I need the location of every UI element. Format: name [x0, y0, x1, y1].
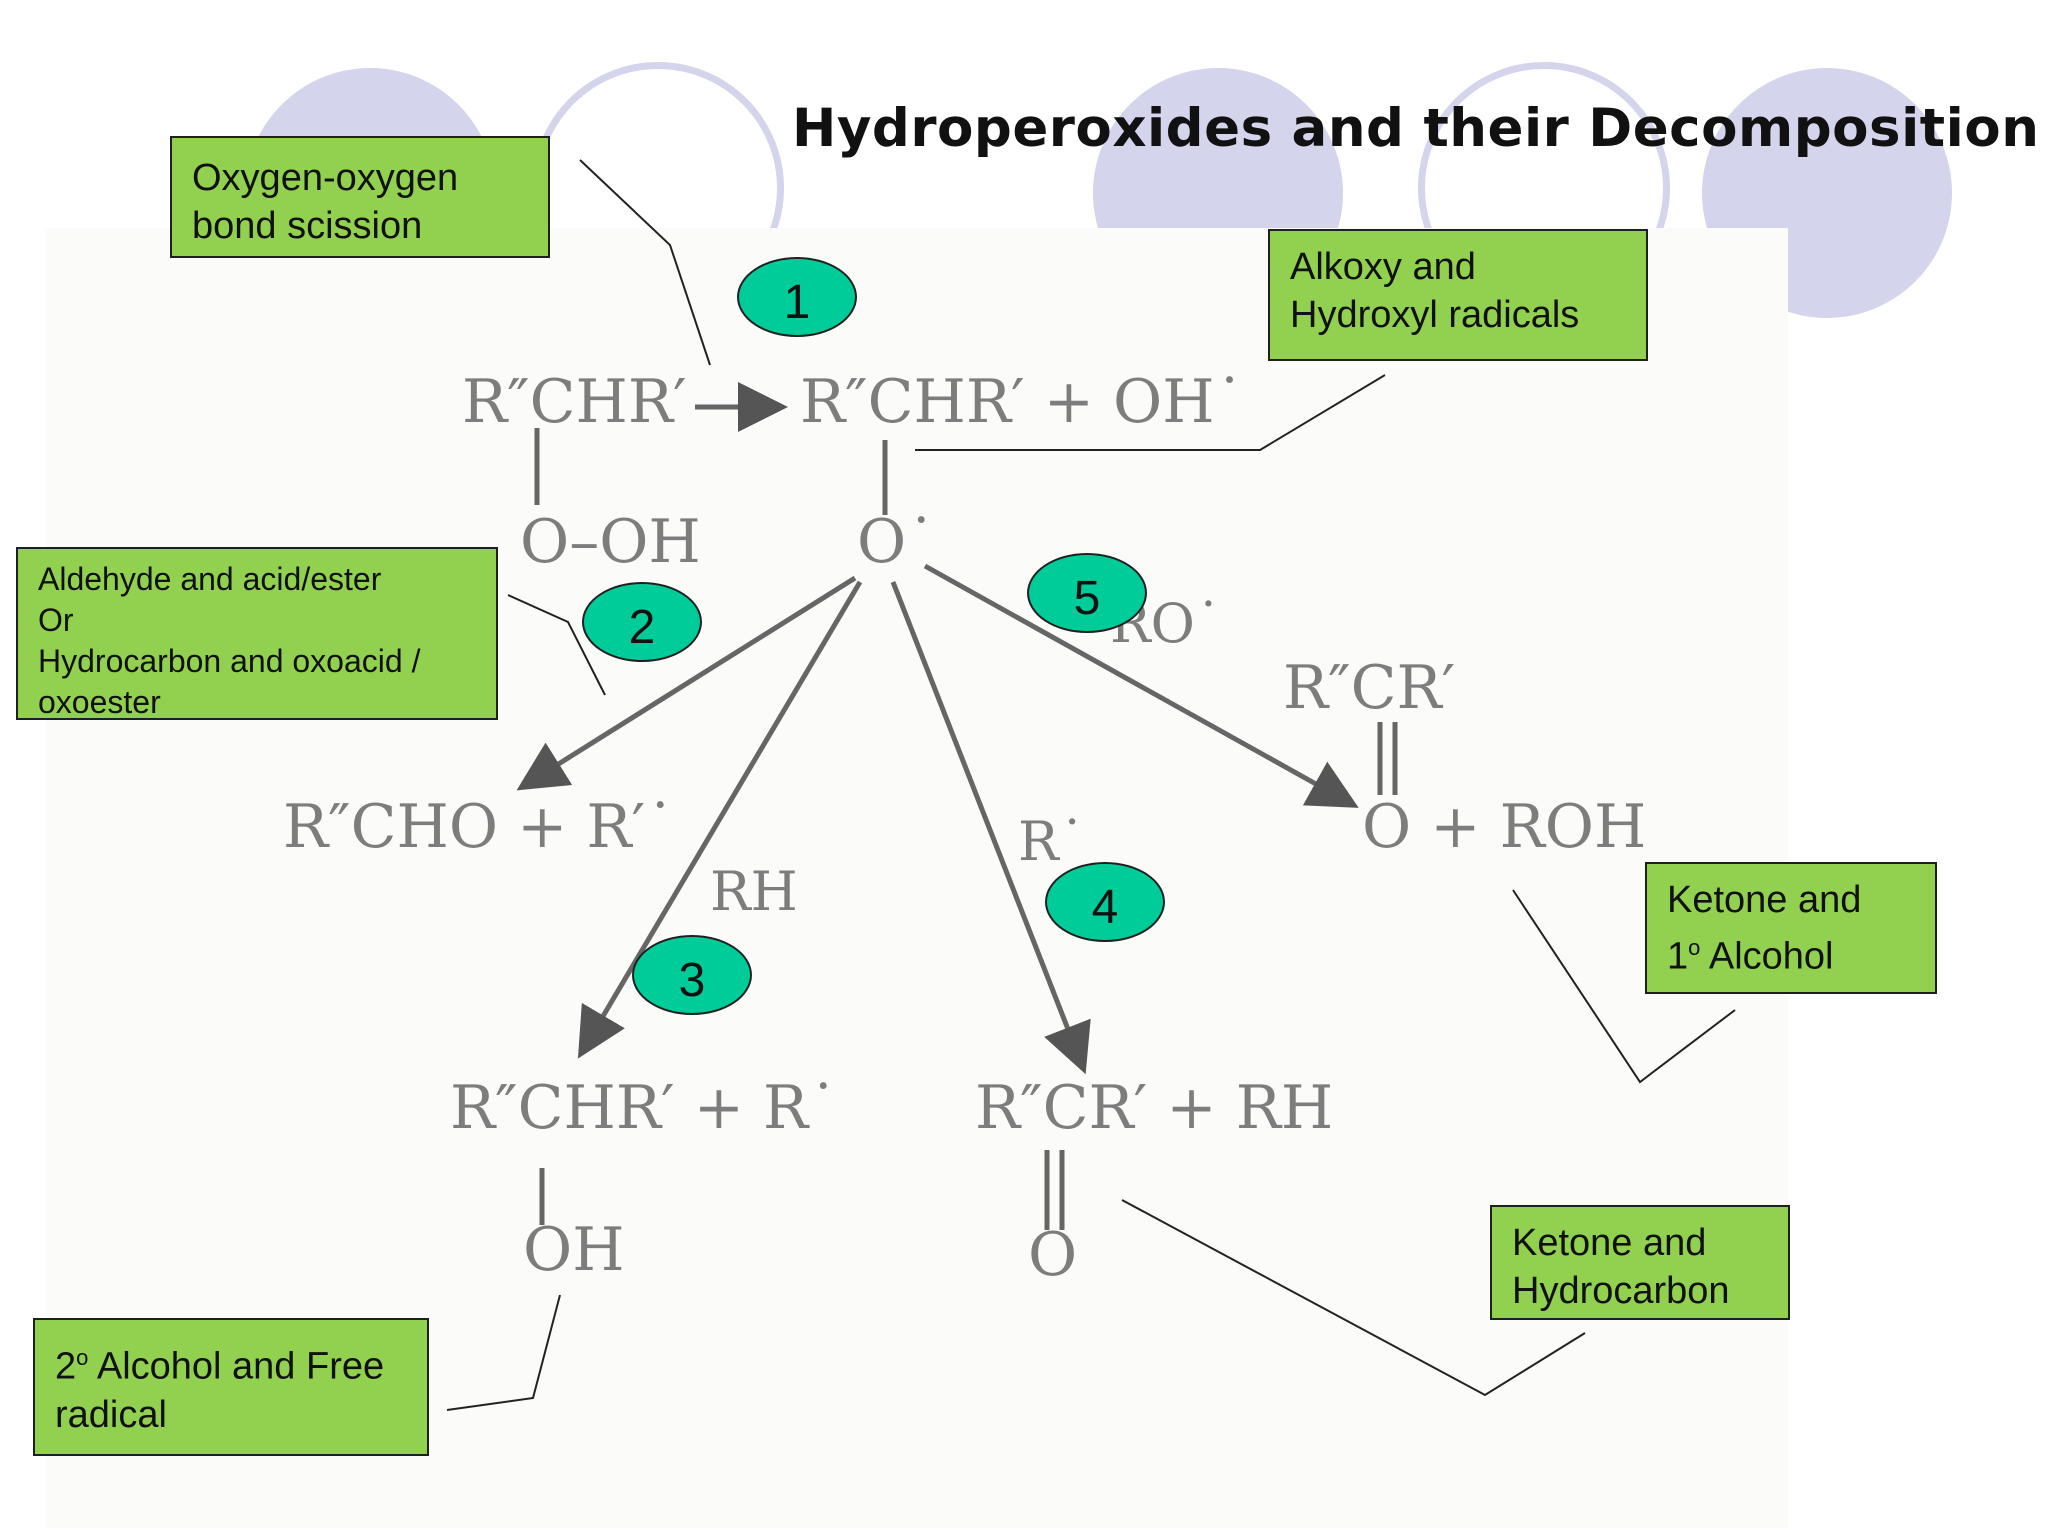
leader-secondary-alcohol — [446, 1294, 561, 1411]
callout-alkoxy-line1: Alkoxy and — [1290, 246, 1476, 288]
secondary-number: 2 — [55, 1345, 77, 1388]
path3-hydroxyl: OH — [523, 1215, 625, 1285]
callout-oo-scission-line1: Oxygen-oxygen — [192, 157, 459, 199]
callout-secondary-alcohol-line2: radical — [55, 1393, 167, 1436]
callout-alkoxy-hydroxyl: Alkoxy and Hydroxyl radicals — [1268, 229, 1648, 361]
path3-product: R″CHR′ + R˙ — [450, 1073, 839, 1143]
step-marker-4: 4 — [1045, 862, 1165, 942]
leader-aldehyde — [507, 594, 606, 696]
callout-oo-scission: Oxygen-oxygen bond scission — [170, 136, 550, 258]
callout-aldehyde-line2: Or — [38, 602, 74, 638]
reaction-arrow-3 — [577, 580, 863, 1059]
reaction-arrow-5 — [923, 563, 1359, 808]
leader-ketone-hydrocarbon — [1121, 1199, 1586, 1397]
reaction-arrow-2 — [516, 575, 857, 791]
primary-degree: o — [1688, 935, 1701, 960]
hydroperoxide-formula: R″CHR′ — [462, 367, 687, 437]
secondary-degree: o — [76, 1345, 89, 1370]
leader-alkoxy — [915, 374, 1386, 451]
callout-ketone-alcohol-line2: 1o Alcohol — [1667, 924, 1915, 981]
callout-secondary-alcohol: 2o Alcohol and Free radical — [33, 1318, 429, 1456]
path4-carbonyl-oxygen: O — [1028, 1220, 1078, 1290]
leader-oo-scission — [579, 159, 711, 366]
primary-alcohol-text: Alcohol — [1700, 935, 1834, 978]
hydroperoxide-oo-group: O–OH — [520, 507, 701, 577]
callout-aldehyde: Aldehyde and acid/ester Or Hydrocarbon a… — [16, 547, 498, 720]
alkoxy-oxygen-radical: O˙ — [857, 507, 937, 577]
path5-product: O + ROH — [1362, 792, 1647, 862]
path4-reagent: R˙ — [1018, 810, 1086, 873]
step-marker-3: 3 — [632, 935, 752, 1015]
alkoxy-plus-hydroxyl: R″CHR′ + OH˙ — [800, 367, 1245, 437]
slide-title: Hydroperoxides and their Decomposition — [792, 98, 2040, 159]
callout-secondary-alcohol-line1: 2o Alcohol and Free — [55, 1334, 407, 1391]
primary-number: 1 — [1667, 935, 1689, 978]
path4-product: R″CR′ + RH — [975, 1073, 1334, 1143]
callout-ketone-hydrocarbon-line2: Hydrocarbon — [1512, 1270, 1730, 1312]
callout-ketone-hydrocarbon-line1: Ketone and — [1512, 1222, 1707, 1264]
callout-oo-scission-line2: bond scission — [192, 205, 423, 247]
callout-alkoxy-line2: Hydroxyl radicals — [1290, 294, 1580, 336]
callout-aldehyde-line3: Hydrocarbon and oxoacid / — [38, 643, 421, 679]
step-marker-1: 1 — [737, 257, 857, 337]
callout-ketone-hydrocarbon: Ketone and Hydrocarbon — [1490, 1205, 1790, 1320]
reaction-arrow-4 — [890, 581, 1091, 1075]
step-marker-2: 2 — [582, 582, 702, 662]
callout-aldehyde-line1: Aldehyde and acid/ester — [38, 561, 382, 597]
path5-ketone: R″CR′ — [1283, 653, 1456, 723]
callout-ketone-alcohol-line1: Ketone and — [1667, 879, 1862, 921]
path2-product: R″CHO + R′˙ — [283, 792, 676, 862]
callout-aldehyde-line4: oxoester — [38, 684, 161, 720]
path3-reagent: RH — [710, 860, 798, 923]
leader-ketone-alcohol — [1512, 889, 1736, 1084]
secondary-alcohol-text: Alcohol and Free — [88, 1345, 385, 1388]
callout-ketone-alcohol: Ketone and 1o Alcohol — [1645, 862, 1937, 994]
step-marker-5: 5 — [1027, 553, 1147, 633]
